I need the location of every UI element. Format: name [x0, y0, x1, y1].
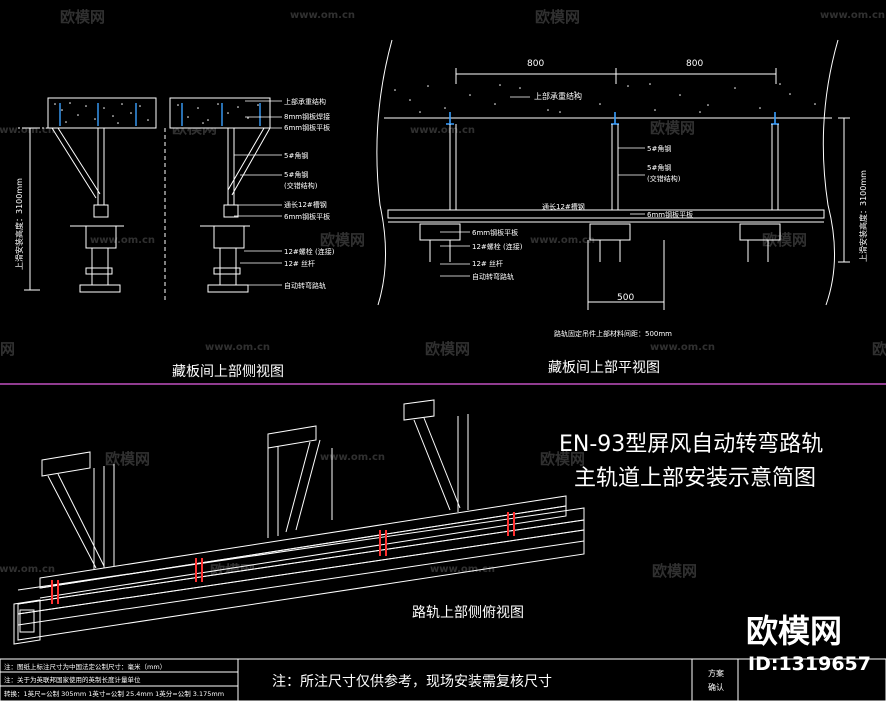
label: 12#螺栓 (连接) — [472, 242, 523, 251]
label: 8mm钢板焊接 — [284, 112, 330, 121]
label: 5#角钢 — [284, 151, 308, 160]
main-title: EN-93型屏风自动转弯路轨 主轨道上部安装示意简图 — [559, 432, 823, 491]
plan-view-labels: 800 800 500 上部承重结构 5#角钢 5#角钢 (交错结构) 通长12… — [472, 59, 868, 376]
watermark-brand: 欧模网 — [60, 8, 105, 26]
title-line2: 主轨道上部安装示意简图 — [574, 466, 816, 491]
watermark-brand: 欧模网 — [105, 450, 150, 468]
label: 通长12#槽钢 — [542, 202, 585, 211]
dim-label: 500 — [617, 293, 634, 303]
watermark-site: www.om.cn — [290, 10, 355, 21]
label: 6mm钢板平板 — [284, 212, 330, 221]
plan-view — [376, 39, 850, 310]
label: 12# 丝杆 — [284, 259, 315, 268]
watermark-site: www.om.cn — [205, 342, 270, 353]
label: 5#角钢 — [284, 170, 308, 179]
label: 通长12#槽钢 — [284, 200, 327, 209]
footer: 注：图纸上标注尺寸为中国法定公制尺寸：毫米（mm） 注：关于为英联邦国家使用的英… — [0, 658, 886, 701]
label: 12#螺栓 (连接) — [284, 247, 335, 256]
watermark-brand: 欧模网 — [0, 340, 15, 358]
label: 自动转弯路轨 — [284, 281, 326, 290]
plan-view-caption: 藏板间上部平视图 — [548, 360, 660, 376]
watermark-site: www.om.cn — [430, 564, 495, 575]
iso-view-caption: 路轨上部侧俯视图 — [412, 605, 524, 621]
height-label: 上滑安装高度：3100mm — [14, 178, 24, 270]
watermark-brand: 欧模网 — [540, 450, 585, 468]
iso-view — [13, 399, 585, 645]
iso-view-labels: 路轨上部侧俯视图 — [412, 605, 524, 621]
title-line1: EN-93型屏风自动转弯路轨 — [559, 432, 823, 457]
watermark-site: www.om.cn — [0, 125, 55, 136]
watermark-brand: 欧模网 — [872, 340, 886, 358]
footer-box-label: 确认 — [708, 682, 724, 692]
label: 上部承重结构 — [284, 97, 326, 106]
plan-note: 路轨固定吊件上部材料间距：500mm — [554, 329, 672, 338]
watermark-site: www.om.cn — [0, 564, 55, 575]
brand-name: 欧模网 — [746, 612, 842, 650]
footer-main-note: 注：所注尺寸仅供参考，现场安装需复核尺寸 — [272, 673, 552, 690]
label: 6mm钢板平板 — [472, 228, 518, 237]
dim-label: 800 — [527, 59, 544, 69]
label: 5#角钢 — [647, 163, 671, 172]
footer-box-label: 方案 — [708, 668, 724, 678]
label: 上部承重结构 — [534, 91, 582, 101]
label: 12# 丝杆 — [472, 259, 503, 268]
side-view-caption: 藏板间上部侧视图 — [172, 364, 284, 380]
height-label: 上滑安装高度：3100mm — [858, 170, 868, 262]
watermark-site: www.om.cn — [530, 235, 595, 246]
dim-label: 800 — [686, 59, 703, 69]
watermark-site: www.om.cn — [90, 235, 155, 246]
watermark-brand: 欧模网 — [650, 119, 695, 137]
brand-block: 欧模网 ID:1319657 — [746, 612, 871, 675]
brand-id: ID:1319657 — [748, 653, 871, 675]
footer-note: 注：图纸上标注尺寸为中国法定公制尺寸：毫米（mm） — [4, 662, 166, 671]
side-view-labels: 上部承重结构 8mm钢板焊接 6mm钢板平板 5#角钢 5#角钢 (交错结构) … — [14, 97, 335, 380]
watermark-site: www.om.cn — [320, 452, 385, 463]
footer-note: 注：关于为英联邦国家使用的英制长度计量单位 — [4, 675, 141, 684]
watermark-brand: 欧模网 — [425, 340, 470, 358]
watermark-site: www.om.cn — [650, 342, 715, 353]
watermark-brand: 欧模网 — [535, 8, 580, 26]
side-view — [18, 97, 282, 300]
label: (交错结构) — [647, 174, 681, 183]
watermark-brand: 欧模网 — [320, 231, 365, 249]
label: 自动转弯路轨 — [472, 272, 514, 281]
watermark-site: www.om.cn — [820, 10, 885, 21]
footer-note: 转换：1英尺=公制 305mm 1英寸=公制 25.4mm 1英分=公制 3.1… — [4, 689, 224, 698]
label: 6mm钢板平板 — [647, 210, 693, 219]
label: 6mm钢板平板 — [284, 123, 330, 132]
watermark-brand: 欧模网 — [652, 562, 697, 580]
label: (交错结构) — [284, 181, 318, 190]
label: 5#角钢 — [647, 144, 671, 153]
watermark-site: www.om.cn — [410, 125, 475, 136]
watermark-brand: 欧模网 — [762, 231, 807, 249]
